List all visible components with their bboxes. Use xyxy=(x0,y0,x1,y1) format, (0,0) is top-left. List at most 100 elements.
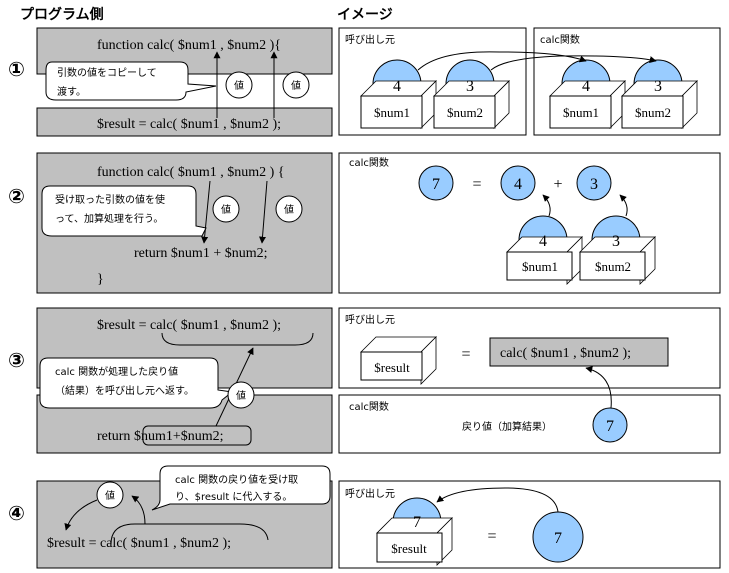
callee-label: calc関数 xyxy=(349,400,389,413)
variable-name: $result xyxy=(374,360,410,375)
arg2-use-arrow xyxy=(259,180,268,244)
value-badge-2 xyxy=(282,71,310,99)
plus-sign: + xyxy=(553,176,562,193)
callout-bubble xyxy=(151,465,331,511)
callout-line-2: り、$result に代入する。 xyxy=(175,491,292,503)
ball-value: 3 xyxy=(466,78,474,95)
call-expression: calc( $num1 , $num2 ); xyxy=(500,346,631,361)
ball-value: 4 xyxy=(539,233,547,250)
callout-line-2: って、加算処理を行う。 xyxy=(55,212,163,225)
call-expression-bracket xyxy=(110,523,269,545)
value-badge-label: 値 xyxy=(236,389,246,402)
caller-label: 呼び出し元 xyxy=(345,487,395,500)
arg1-use-arrow xyxy=(201,180,211,244)
value-badge xyxy=(96,481,124,509)
variable-name: $num1 xyxy=(563,105,599,120)
callee-var-num2: 3 $num2 xyxy=(579,215,656,285)
ball-value: 3 xyxy=(654,78,662,95)
call-statement: $result = calc( $num1 , $num2 ); xyxy=(97,318,281,333)
return-value-caption: 戻り値（加算結果） xyxy=(462,420,552,433)
equals-sign: = xyxy=(487,528,496,545)
variable-box xyxy=(433,95,496,129)
image-side-header: イメージ xyxy=(337,7,393,23)
callout-line-1: calc 関数が処理した戻り値 xyxy=(55,365,178,378)
program-side-header: プログラム側 xyxy=(20,6,104,23)
call-expression-box xyxy=(489,337,669,367)
variable-name: $num2 xyxy=(447,105,483,120)
caller-var-num1: 4 $num1 xyxy=(360,59,437,129)
return-to-caller-arrow xyxy=(585,366,612,409)
return-value-ball xyxy=(592,407,628,443)
variable-name: $num1 xyxy=(374,105,410,120)
assign-arrow xyxy=(436,487,559,513)
closing-brace: } xyxy=(97,272,104,287)
ball-value: 3 xyxy=(612,233,620,250)
return-statement: return $num1+$num2; xyxy=(97,429,224,444)
variable-box xyxy=(360,351,423,381)
variable-box xyxy=(621,95,684,129)
callee-var-num1: 4 $num1 xyxy=(506,215,583,285)
callee-var-num1: 4 $num1 xyxy=(549,59,626,129)
return-expression: $num1+$num2; xyxy=(134,429,224,444)
step-3: ③ $result = calc( $num1 , $num2 ); retur… xyxy=(8,307,721,454)
callee-label: calc関数 xyxy=(540,33,580,46)
operand-ball-1 xyxy=(500,165,536,201)
value-badge-2-label: 値 xyxy=(284,203,294,216)
call-code-panel xyxy=(36,107,333,137)
step-4: ④ $result = calc( $num1 , $num2 ); 値 cal… xyxy=(8,465,721,569)
call-prefix: $result = xyxy=(97,318,150,333)
variable-box xyxy=(376,532,443,563)
call-expression: calc( $num1 , $num2 ); xyxy=(100,536,231,551)
callout-line-2: （結果）を呼び出し元へ返す。 xyxy=(55,384,194,397)
callee-frame xyxy=(338,394,721,454)
return-to-badge-arrow xyxy=(131,495,146,525)
num2-to-operand-arrow xyxy=(619,194,628,217)
variable-box xyxy=(579,251,646,281)
equals-sign: = xyxy=(472,176,481,193)
callout-line-2: 渡す。 xyxy=(57,85,86,98)
value-badge-2 xyxy=(275,195,303,223)
callout-line-1: 引数の値をコピーして xyxy=(57,66,157,79)
variable-box xyxy=(549,95,612,129)
step-2: ② function calc( $num1 , $num2 ) { retur… xyxy=(8,152,721,294)
callee-var-num2: 3 $num2 xyxy=(621,59,698,129)
result-value: 7 xyxy=(432,176,440,193)
call-prefix: $result = xyxy=(47,536,100,551)
step-1: ① function calc( $num1 , $num2 ){ $resul… xyxy=(8,27,721,137)
result-ball xyxy=(418,165,454,201)
operand-1-value: 4 xyxy=(514,176,522,193)
value-badge-1 xyxy=(225,71,253,99)
variable-name: $num2 xyxy=(635,105,671,120)
value-badge-label: 値 xyxy=(105,489,115,502)
caller-label: 呼び出し元 xyxy=(345,313,395,326)
return-expression-outline xyxy=(142,425,252,446)
callout-line-1: 受け取った引数の値を使 xyxy=(55,193,165,206)
callout-line-1: calc 関数の戻り値を受け取 xyxy=(175,473,298,486)
return-value: 7 xyxy=(554,530,562,547)
step-marker-2: ② xyxy=(8,184,25,208)
value-badge-1-label: 値 xyxy=(221,203,231,216)
step-marker-3: ③ xyxy=(8,348,25,372)
function-signature: function calc( $num1 , $num2 ) { xyxy=(97,165,285,180)
variable-box xyxy=(506,251,573,281)
variable-name: $result xyxy=(391,541,427,556)
call-statement: $result = calc( $num1 , $num2 ); xyxy=(47,536,231,551)
callout-bubble xyxy=(41,185,207,237)
return-value: 7 xyxy=(606,418,614,435)
result-variable-box: $result xyxy=(360,336,437,385)
operand-ball-2 xyxy=(576,165,612,201)
call-statement: $result = calc( $num1 , $num2 ); xyxy=(97,117,281,132)
function-signature: function calc( $num1 , $num2 ){ xyxy=(97,38,281,53)
value-badge xyxy=(227,381,255,409)
ball-value: 7 xyxy=(413,514,421,531)
equals-sign: = xyxy=(461,346,470,363)
callout-bubble xyxy=(45,61,217,101)
operand-2-value: 3 xyxy=(590,176,598,193)
call-expression-bracket xyxy=(161,332,314,346)
callout-bubble xyxy=(39,357,234,409)
return-keyword: return xyxy=(97,429,134,444)
call-expression: calc( $num1 , $num2 ); xyxy=(150,318,281,333)
value-badge-1 xyxy=(212,195,240,223)
step-marker-4: ④ xyxy=(8,501,25,525)
